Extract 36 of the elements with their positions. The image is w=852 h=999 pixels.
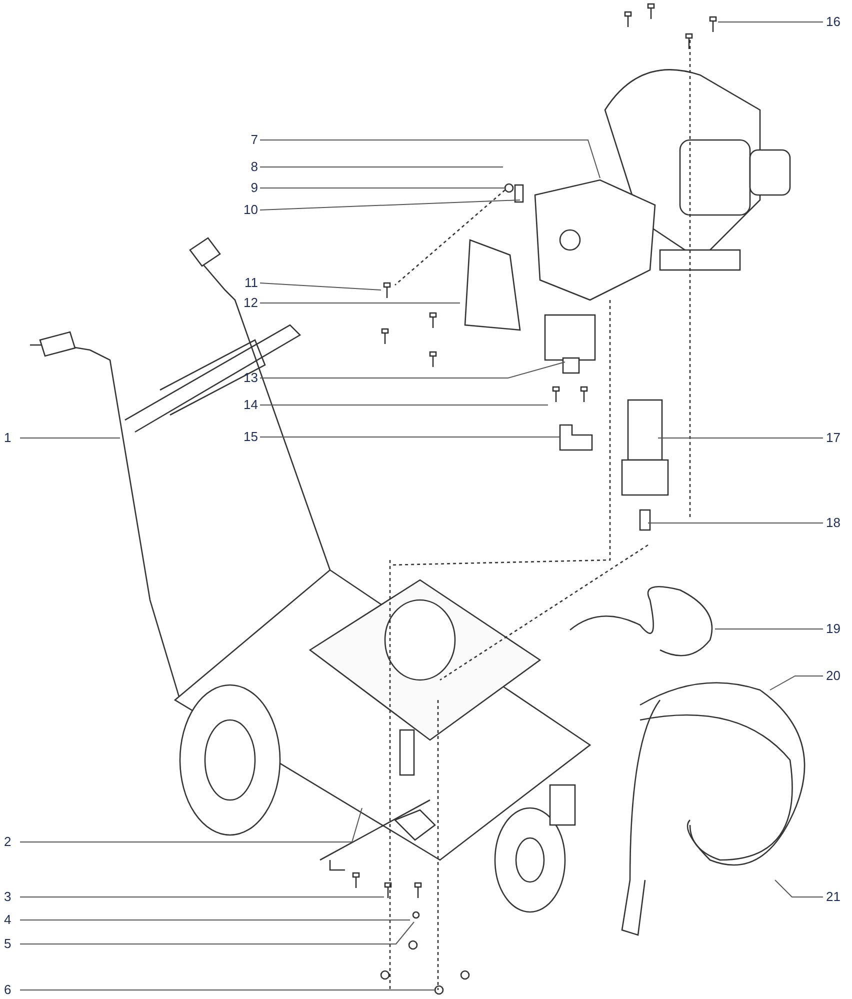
leader-line bbox=[20, 922, 414, 944]
callout-number: 2 bbox=[4, 834, 28, 850]
leader-line bbox=[260, 166, 504, 168]
callout-number: 1 bbox=[4, 430, 28, 446]
leader-line bbox=[714, 628, 824, 630]
callout-number: 19 bbox=[826, 621, 850, 637]
callout-number: 9 bbox=[234, 180, 258, 196]
leader-line bbox=[774, 880, 824, 898]
callout-number: 5 bbox=[4, 936, 28, 952]
leader-line bbox=[260, 282, 382, 290]
callout-number: 3 bbox=[4, 889, 28, 905]
callout-number: 12 bbox=[234, 295, 258, 311]
leader-line bbox=[20, 896, 384, 898]
leader-line bbox=[260, 362, 566, 378]
callout-number: 17 bbox=[826, 430, 850, 446]
leader-line bbox=[770, 676, 824, 690]
callout-number: 4 bbox=[4, 912, 28, 928]
callout-number: 7 bbox=[234, 132, 258, 148]
callout-number: 21 bbox=[826, 889, 850, 905]
callout-number: 15 bbox=[234, 429, 258, 445]
callout-number: 16 bbox=[826, 14, 850, 30]
callout-number: 13 bbox=[234, 370, 258, 386]
callout-number: 8 bbox=[234, 159, 258, 175]
callout-number: 20 bbox=[826, 668, 850, 684]
leader-line bbox=[260, 140, 600, 178]
leader-line bbox=[260, 302, 460, 304]
leader-line bbox=[20, 808, 362, 842]
callout-number: 18 bbox=[826, 515, 850, 531]
leader-line bbox=[260, 404, 548, 406]
callout-number: 14 bbox=[234, 397, 258, 413]
leader-line bbox=[260, 436, 560, 438]
leader-line bbox=[648, 522, 824, 524]
callout-number: 11 bbox=[234, 275, 258, 291]
callout-number: 6 bbox=[4, 982, 28, 998]
leader-line bbox=[260, 200, 520, 210]
callout-number: 10 bbox=[234, 202, 258, 218]
